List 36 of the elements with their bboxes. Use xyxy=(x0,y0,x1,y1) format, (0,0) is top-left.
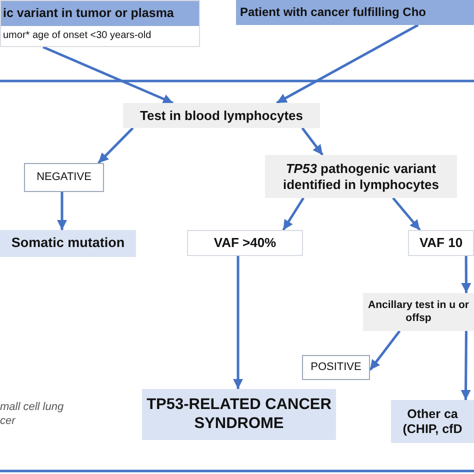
box-text: POSITIVE xyxy=(310,360,362,374)
box-text: NEGATIVE xyxy=(36,170,92,184)
note-text: mall cell lung cer xyxy=(0,401,65,428)
box-text: TP53 pathogenic variant identified in lymphocytes xyxy=(282,160,440,192)
box-text: VAF 10 xyxy=(418,235,464,251)
arrow xyxy=(461,256,472,293)
arrow xyxy=(460,331,471,400)
result-box xyxy=(302,355,370,380)
arrow xyxy=(276,24,419,104)
criteria-heading: ic variant in tumor or plasma xyxy=(1,1,199,26)
process-box xyxy=(408,230,474,256)
result-box xyxy=(24,163,104,192)
outcome-box xyxy=(391,400,474,443)
criteria-box xyxy=(236,0,474,25)
arrow xyxy=(233,256,244,389)
arrow xyxy=(282,197,304,231)
arrow xyxy=(369,330,401,371)
arrow xyxy=(42,46,174,104)
process-box xyxy=(187,230,303,256)
box-text: Ancillary test in u or offsp xyxy=(367,299,470,325)
box-text: Somatic mutation xyxy=(10,235,126,252)
arrow xyxy=(57,192,67,230)
box-text: Patient with cancer fulfilling Cho xyxy=(240,5,428,20)
outcome-box xyxy=(0,230,136,257)
arrow xyxy=(392,197,421,231)
process-box xyxy=(265,155,457,198)
process-box xyxy=(123,103,320,128)
process-box xyxy=(363,293,474,331)
box-text: Test in blood lymphocytes xyxy=(138,108,304,124)
box-text: Other ca (CHIP, cfD xyxy=(402,406,464,436)
box-text: VAF >40% xyxy=(212,235,278,251)
arrow xyxy=(301,127,324,156)
outcome-box xyxy=(142,389,336,440)
criteria-box xyxy=(0,0,200,47)
arrow xyxy=(98,127,134,164)
box-text: TP53-RELATED CANCER SYNDROME xyxy=(146,396,332,434)
